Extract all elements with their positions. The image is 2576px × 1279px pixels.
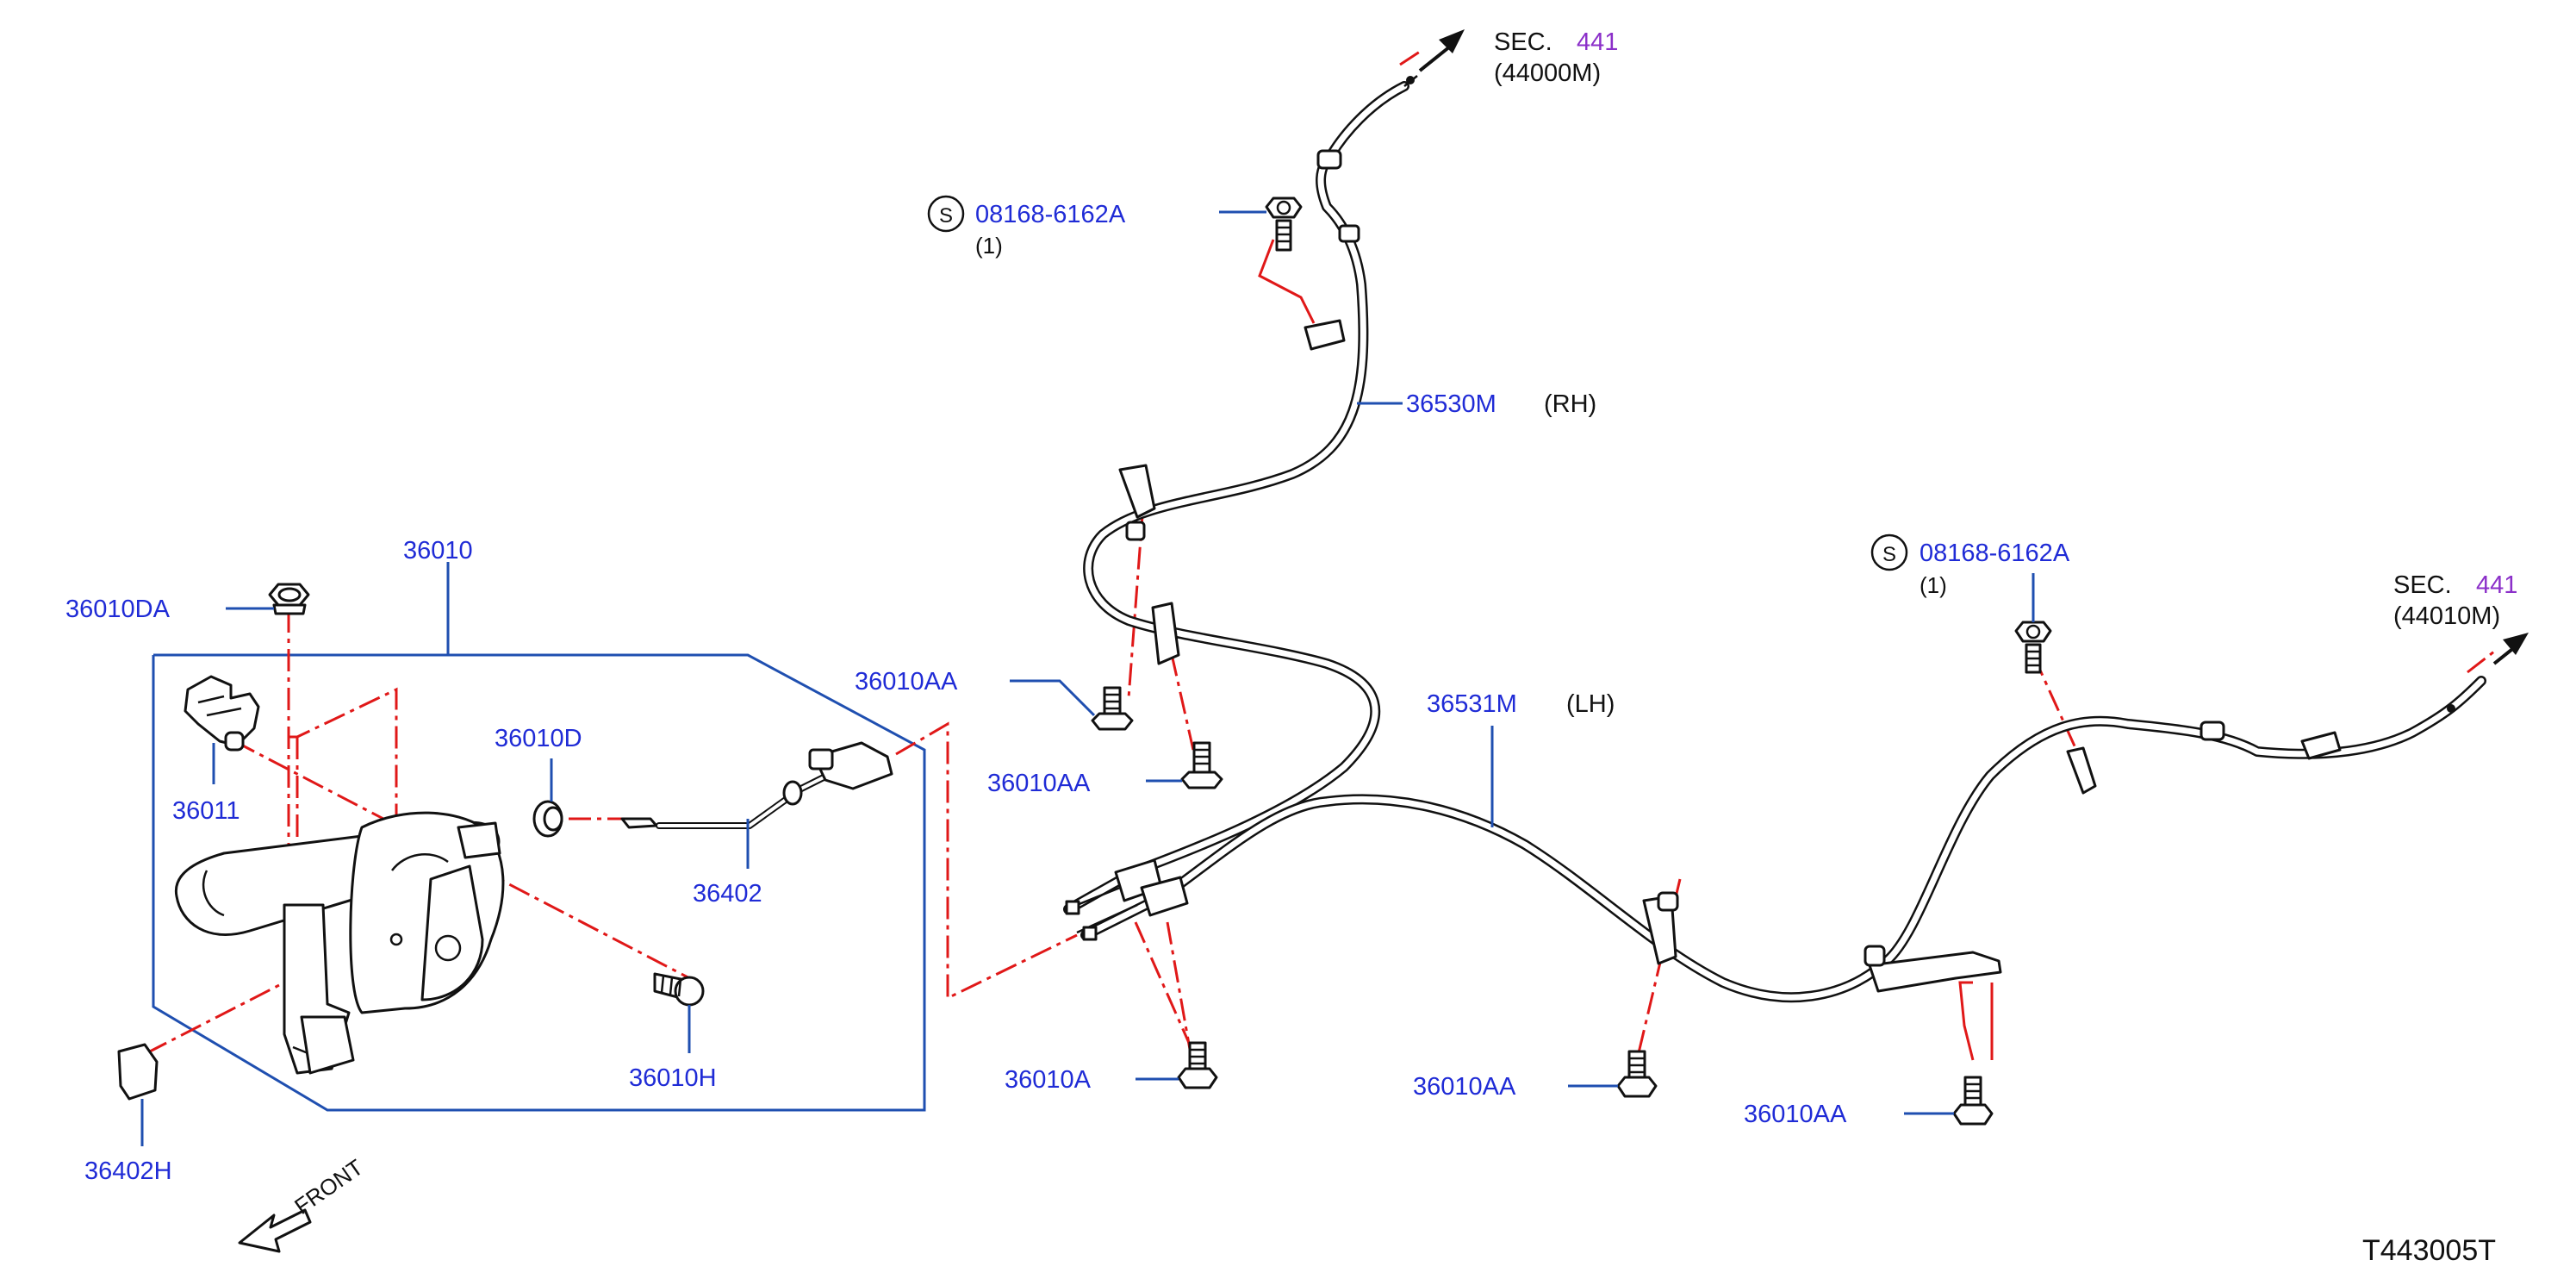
callout-36011: 36011 xyxy=(172,797,240,825)
cable-36530M xyxy=(1063,75,1418,914)
front-arrow-icon xyxy=(238,1208,312,1253)
callout-36010H: 36010H xyxy=(629,1064,717,1092)
callout-36530M-side: (RH) xyxy=(1544,390,1596,418)
arrow-sec-rh xyxy=(1418,29,1465,72)
sec-rh-link[interactable]: 441 xyxy=(1577,28,1618,56)
grommet-36010D xyxy=(532,800,563,838)
callout-36010: 36010 xyxy=(403,537,473,565)
bolt-36010AA-1 xyxy=(1091,686,1134,731)
parking-brake-lever xyxy=(174,811,505,1075)
cable-ends-front xyxy=(1065,858,1189,941)
std-bolt-2-symbol: S xyxy=(1882,543,1896,566)
callout-36010AA-1: 36010AA xyxy=(855,668,958,696)
assembly-outline xyxy=(152,653,926,1112)
callout-36530M: 36530M xyxy=(1406,390,1496,418)
bolt-08168-6162A-2 xyxy=(2014,621,2052,674)
callout-36010AA-4: 36010AA xyxy=(1744,1101,1847,1128)
cable-36531M xyxy=(1080,676,2486,1003)
bolt-36010AA-3 xyxy=(1616,1050,1658,1098)
front-label: FRONT xyxy=(289,1154,368,1220)
std-bolt-1-symbol: S xyxy=(939,204,953,228)
bolt-36010A xyxy=(1177,1041,1218,1089)
callout-36010D: 36010D xyxy=(495,725,582,752)
callout-36010A: 36010A xyxy=(1005,1066,1092,1094)
callout-36402H: 36402H xyxy=(84,1157,172,1185)
callout-36010AA-2: 36010AA xyxy=(987,770,1091,797)
standard-part-icon xyxy=(927,195,1908,571)
bolt-36010AA-4 xyxy=(1952,1076,1994,1126)
callout-36531M-side: (LH) xyxy=(1566,690,1615,718)
callout-36531M: 36531M xyxy=(1427,690,1517,718)
std-bolt-2-part: 08168-6162A xyxy=(1920,540,2070,567)
switch-36011 xyxy=(184,675,260,752)
std-bolt-2-qty: (1) xyxy=(1920,572,1947,598)
harness-36402 xyxy=(620,741,893,829)
arrow-sec-lh xyxy=(2492,633,2529,665)
clip-36010H xyxy=(653,972,705,1007)
callout-36010DA: 36010DA xyxy=(65,596,171,623)
drawing-id: T443005T xyxy=(2362,1234,2496,1267)
callout-36402: 36402 xyxy=(693,880,762,908)
callout-36010AA-3: 36010AA xyxy=(1413,1073,1516,1101)
sec-lh-prefix: SEC. xyxy=(2393,571,2452,599)
cover-36402H xyxy=(117,1043,159,1101)
sec-lh-sub: (44010M) xyxy=(2393,602,2500,630)
sec-rh-sub: (44000M) xyxy=(1494,59,1601,87)
std-bolt-1-part: 08168-6162A xyxy=(975,201,1126,228)
sec-lh-link[interactable]: 441 xyxy=(2476,571,2517,599)
nut-36010DA xyxy=(268,583,310,615)
bolt-08168-6162A-1 xyxy=(1265,197,1303,252)
sec-rh-prefix: SEC. xyxy=(1494,28,1552,56)
std-bolt-1-qty: (1) xyxy=(975,233,1003,259)
bolt-36010AA-2 xyxy=(1180,741,1223,789)
leader-36010AA-1 xyxy=(1010,679,1096,717)
